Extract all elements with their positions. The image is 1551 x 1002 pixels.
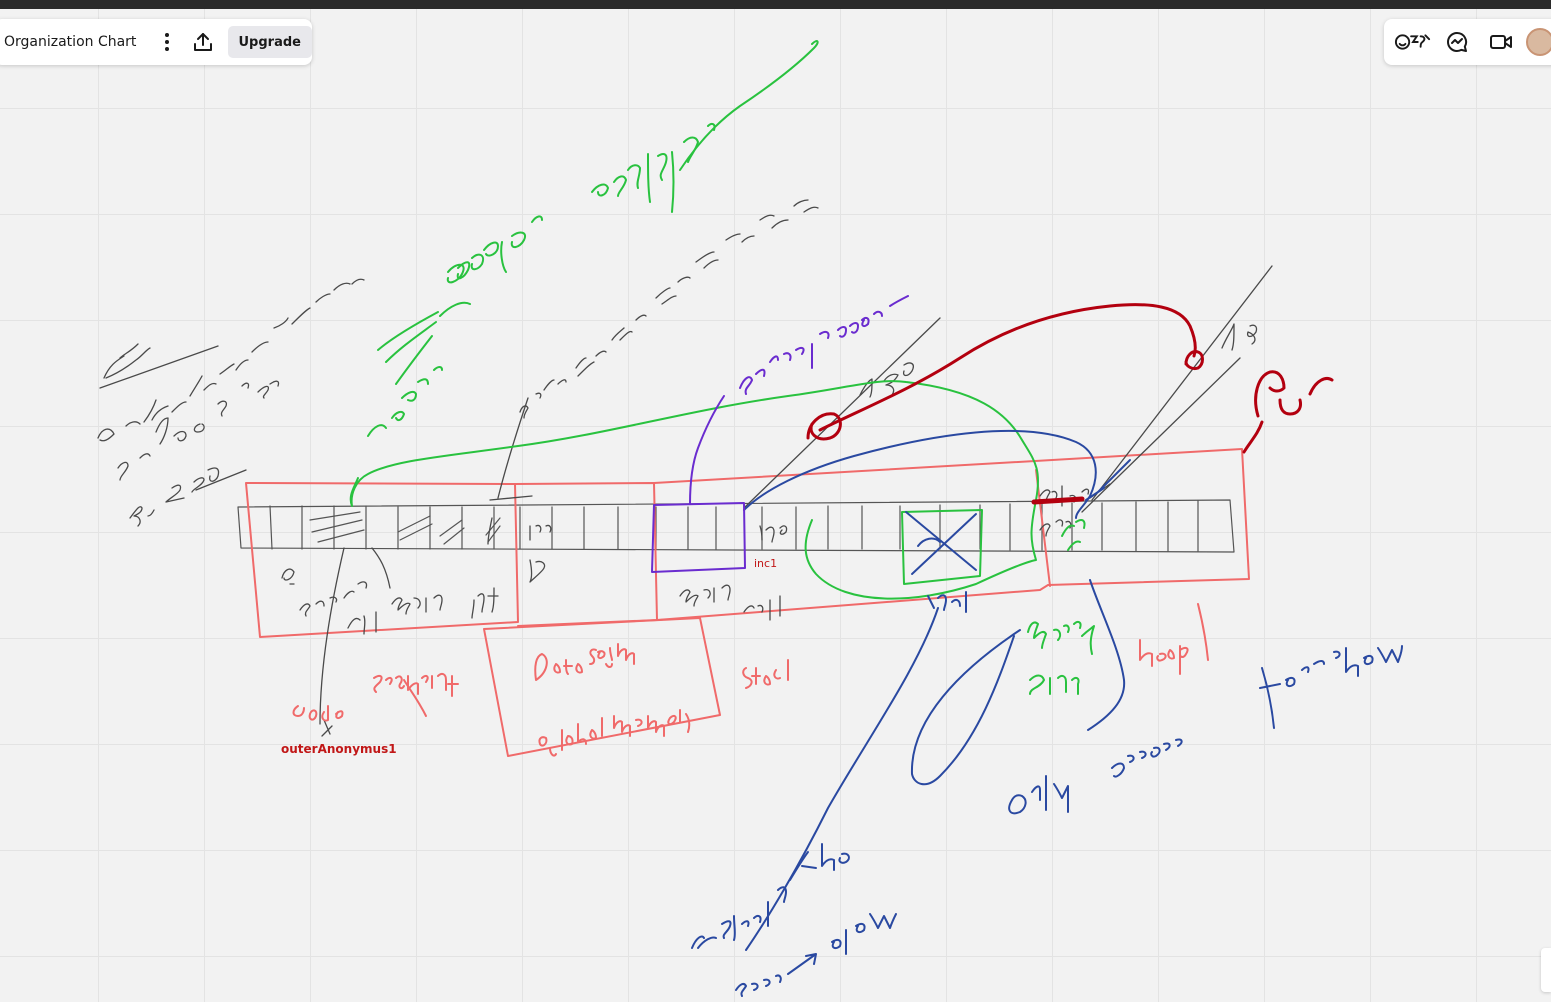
handwriting-red-labels — [292, 603, 1209, 757]
inc1-label[interactable]: inc1 — [754, 557, 778, 570]
handwriting-green — [349, 40, 1095, 695]
video-camera-icon[interactable] — [1482, 26, 1520, 58]
outer-anonymus-label[interactable]: outerAnonymus1 — [281, 742, 397, 756]
handwriting-dark-red — [806, 303, 1334, 505]
memory-segments-outline — [245, 448, 1250, 757]
upload-icon[interactable] — [188, 26, 218, 58]
side-panel-handle[interactable] — [1541, 948, 1551, 992]
reactions-icon[interactable] — [1394, 26, 1432, 58]
handwriting-purple — [651, 295, 909, 573]
browser-top-strip — [0, 0, 1551, 9]
user-avatar[interactable] — [1526, 28, 1551, 56]
collaboration-toolbar — [1384, 19, 1551, 65]
handwriting-gray — [97, 199, 1273, 737]
memory-cells-strip — [237, 499, 1235, 553]
chat-icon[interactable] — [1438, 26, 1476, 58]
upgrade-button[interactable]: Upgrade — [227, 26, 312, 58]
handwriting-blue — [691, 429, 1403, 997]
vertical-dots-icon[interactable] — [152, 26, 182, 58]
board-title[interactable]: Organization Chart — [4, 34, 137, 50]
board-toolbar: Organization Chart Upgrade — [0, 19, 312, 65]
